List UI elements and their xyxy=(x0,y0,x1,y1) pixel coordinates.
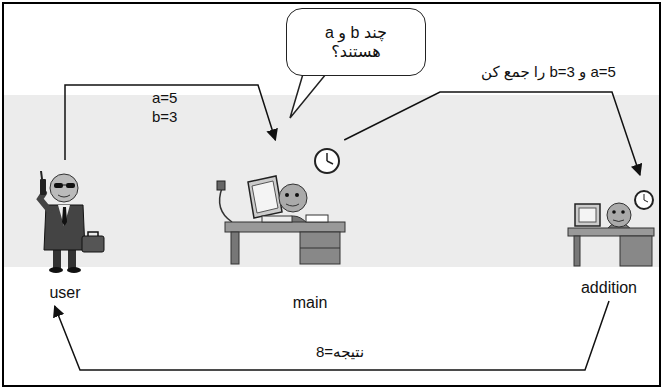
user-figure-art xyxy=(67,267,81,273)
user-figure-art xyxy=(50,174,78,202)
background-band xyxy=(4,95,659,267)
user-figure-art xyxy=(58,205,70,226)
edge-label: نتیجه=8 xyxy=(316,343,364,362)
main-figure-art xyxy=(252,181,278,213)
main-figure-art xyxy=(217,181,225,190)
connectors xyxy=(55,85,640,370)
user-figure-art xyxy=(40,193,49,210)
addition-figure-art xyxy=(612,210,616,214)
flow-arrow xyxy=(344,92,640,175)
main-figure-art xyxy=(286,204,299,206)
bubble-tail xyxy=(290,74,326,118)
main-figure-art xyxy=(327,161,333,164)
edge-label: a=5 b=3 xyxy=(152,89,177,127)
flow-arrow xyxy=(65,85,275,160)
node-label: user xyxy=(49,283,80,302)
addition-figure-art xyxy=(579,208,596,222)
main-figure-art xyxy=(225,222,345,232)
user-figure-art xyxy=(63,185,66,186)
main-figure-art xyxy=(231,232,239,264)
addition-figure-art xyxy=(635,191,653,209)
node-label: a و b چند هستند؟ xyxy=(310,23,402,61)
main-figure-art xyxy=(220,188,232,222)
node-label: addition xyxy=(581,278,637,297)
main-figure-art xyxy=(306,215,328,222)
speech-bubble: a و b چند هستند؟ xyxy=(286,8,426,76)
main-figure-art xyxy=(262,216,292,222)
addition-figure-art xyxy=(574,236,580,266)
addition-figure-art xyxy=(568,228,654,236)
user-figure-art xyxy=(41,171,42,179)
main-figure-art xyxy=(248,176,282,218)
addition-figure-art xyxy=(575,204,600,226)
bubble-tail xyxy=(290,74,326,118)
node-label: main xyxy=(293,293,328,312)
main-figure-art xyxy=(217,149,345,264)
flow-arrow xyxy=(55,301,609,370)
main-figure-art xyxy=(326,153,328,161)
main-figure-art xyxy=(300,232,340,264)
user-figure-art xyxy=(58,195,70,197)
addition-figure-art xyxy=(644,200,648,202)
main-figure-art xyxy=(315,149,339,173)
main-figure-art xyxy=(300,248,340,249)
edge-label: a=5 و b=3 را جمع کن xyxy=(481,63,616,82)
frame xyxy=(3,3,660,386)
user-figure-art xyxy=(54,183,63,188)
user-figure-art xyxy=(88,232,98,236)
addition-figure-art xyxy=(621,210,625,214)
addition-figure-art xyxy=(620,236,652,266)
main-figure-art xyxy=(295,193,299,197)
user-figure-art xyxy=(49,267,63,273)
addition-figure-art xyxy=(613,220,624,222)
user-actor: user xyxy=(18,160,112,306)
addition-figure-art xyxy=(607,203,631,227)
user-figure-art xyxy=(82,236,104,252)
main-actor: main xyxy=(205,140,365,316)
addition-figure-art xyxy=(568,191,654,266)
user-figure-art xyxy=(40,171,104,273)
main-figure-art xyxy=(285,193,289,197)
user-figure-art xyxy=(66,183,75,188)
addition-figure-art xyxy=(644,194,645,200)
addition-actor: addition xyxy=(560,175,658,301)
user-figure-art xyxy=(62,207,67,226)
main-figure-art xyxy=(279,184,307,212)
user-figure-art xyxy=(40,179,46,195)
frame xyxy=(3,3,660,386)
background-band xyxy=(4,95,659,267)
